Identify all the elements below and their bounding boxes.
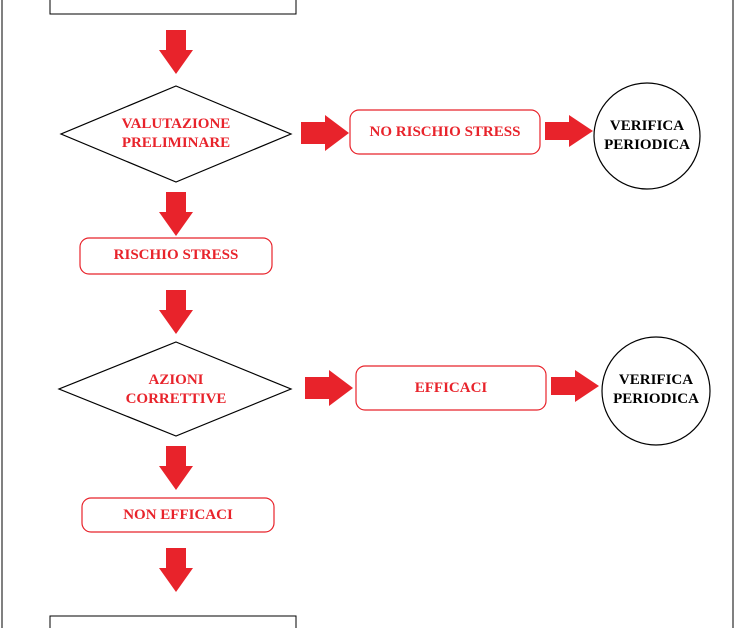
arrow-down-2 (159, 192, 193, 236)
no-risk-label: NO RISCHIO STRESS (369, 123, 521, 140)
diamond2-label: AZIONI CORRETTIVE (125, 372, 227, 407)
arrow-right-2 (545, 115, 593, 147)
decision-diamond-1 (59, 85, 293, 183)
verify1-label: VERIFICA PERIODICA (604, 118, 690, 153)
arrow-down-1 (159, 30, 193, 74)
arrow-down-4 (159, 446, 193, 490)
effective-box (355, 365, 547, 411)
verify-circle-1 (593, 82, 701, 190)
verify2-label: VERIFICA PERIODICA (613, 372, 699, 407)
arrow-right-1 (301, 115, 349, 151)
arrow-right-3 (305, 370, 353, 406)
top-partial-box (49, 0, 297, 15)
arrow-down-3 (159, 290, 193, 334)
risk-label: RISCHIO STRESS (113, 246, 239, 263)
effective-label: EFFICACI (414, 379, 488, 396)
not-effective-box (81, 497, 275, 533)
no-risk-box (349, 109, 541, 155)
decision-diamond-2 (57, 341, 293, 437)
risk-box (79, 237, 273, 275)
verify-circle-2 (601, 336, 711, 446)
not-effective-label: NON EFFICACI (123, 506, 233, 523)
diamond1-label: VALUTAZIONE PRELIMINARE (121, 116, 231, 151)
arrow-right-4 (551, 370, 599, 402)
arrow-down-5 (159, 548, 193, 592)
bottom-partial-box (49, 615, 297, 628)
